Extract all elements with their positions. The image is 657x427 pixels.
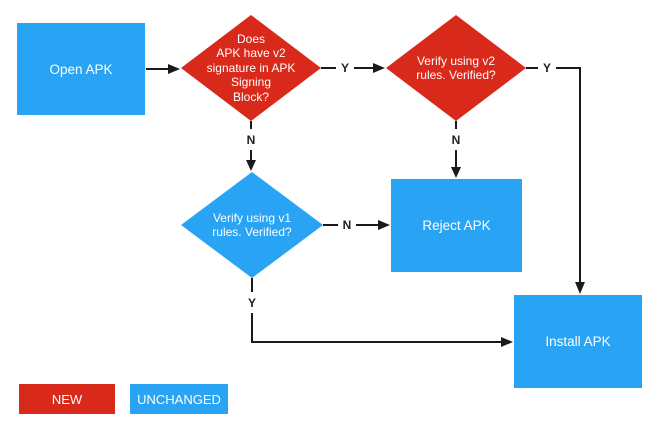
legend-new-label: NEW: [51, 391, 83, 407]
arrowhead-check-yes: [373, 63, 385, 73]
legend-new: NEW: [19, 384, 115, 414]
arrowhead-open-to-check: [168, 64, 180, 74]
node-v2-signature-check-line: signature in APK: [206, 60, 296, 75]
node-v1-verify-line: rules. Verified?: [212, 225, 292, 239]
node-v2-verify-line: rules. Verified?: [416, 68, 496, 82]
node-v2-signature-check-line: Does: [236, 31, 265, 46]
node-v2-verify-line: Verify using v2: [416, 53, 496, 68]
node-v2-signature-check-line: Signing: [230, 75, 272, 90]
arrowhead-v1-no: [378, 220, 390, 230]
legend-unchanged: UNCHANGED: [130, 384, 228, 414]
arrowhead-verify-yes: [575, 282, 585, 294]
node-install-apk-label: Install APK: [545, 334, 611, 349]
edge-label-v2-check-yes: Y: [339, 61, 351, 75]
node-open-apk: Open APK: [17, 23, 145, 115]
node-v1-verify: Verify using v1 rules. Verified?: [181, 172, 323, 278]
node-reject-apk: Reject APK: [391, 179, 522, 272]
node-open-apk-label: Open APK: [49, 61, 113, 77]
edge-verify-yes: [556, 67, 581, 284]
edge-label-v2-verify-yes: Y: [541, 61, 553, 75]
arrowhead-check-no: [246, 160, 256, 171]
edge-v1-yes: [251, 313, 503, 343]
node-reject-apk-label: Reject APK: [422, 218, 491, 233]
arrowhead-verify-no: [451, 167, 461, 178]
legend-unchanged-label: UNCHANGED: [137, 391, 221, 407]
node-v2-signature-check-line: Block?: [232, 89, 270, 104]
arrowhead-v1-yes: [501, 337, 513, 347]
node-v1-verify-line: Verify using v1: [212, 210, 292, 225]
node-v2-signature-check: Does APK have v2 signature in APK Signin…: [181, 15, 321, 121]
node-v2-verify: Verify using v2 rules. Verified?: [386, 15, 526, 121]
edge-label-v2-verify-no: N: [450, 133, 462, 147]
node-install-apk: Install APK: [514, 295, 642, 388]
edge-label-v1-verify-yes: Y: [246, 296, 258, 310]
edge-label-v1-verify-no: N: [341, 218, 353, 232]
edge-label-v2-check-no: N: [245, 133, 257, 147]
node-v2-signature-check-line: APK have v2: [216, 46, 286, 61]
